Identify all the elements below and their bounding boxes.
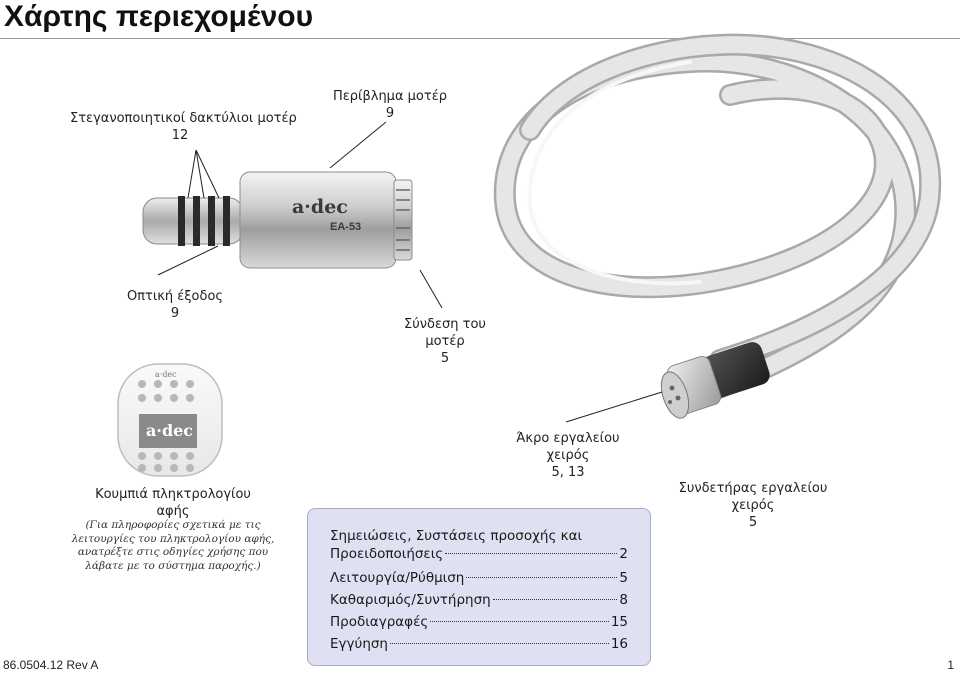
toc-entry-page: 15 bbox=[610, 614, 628, 630]
toc-entry-maintenance[interactable]: Καθαρισμός/Συντήρηση 8 bbox=[330, 589, 628, 611]
keypad-note-line1: (Για πληροφορίες σχετικά με τις bbox=[85, 519, 261, 531]
leader-lines bbox=[157, 121, 663, 423]
callout-hose-end-page: 5, 13 bbox=[551, 465, 585, 480]
toc-leader-dots bbox=[390, 643, 609, 644]
callout-motor-connection-line1: Σύνδεση του bbox=[404, 317, 486, 332]
callout-o-rings-page: 12 bbox=[171, 128, 189, 143]
callout-motor-connection-page: 5 bbox=[440, 351, 450, 366]
callout-motor-connection-line2: μοτέρ bbox=[425, 334, 465, 349]
callout-housing-page: 9 bbox=[385, 106, 395, 121]
keypad-note-line4: λάβατε με το σύστημα παροχής.) bbox=[85, 559, 261, 572]
callout-handpiece-connector: Συνδετήρας εργαλείου χειρός 5 bbox=[670, 480, 836, 531]
toc-entry-page: 2 bbox=[619, 546, 628, 562]
handpiece-connector-graphic bbox=[660, 342, 770, 419]
toc-entry-label: Προειδοποιήσεις bbox=[330, 546, 444, 562]
toc-entry-warnings[interactable]: Προειδοποιήσεις 2 bbox=[330, 545, 628, 563]
toc-leader-dots bbox=[492, 599, 618, 600]
motor-brand-logo: a·dec bbox=[292, 196, 348, 218]
callout-keypad-line2: αφής bbox=[156, 504, 190, 519]
callout-hose-end-line2: χειρός bbox=[546, 448, 590, 463]
toc-entry-label: Προδιαγραφές bbox=[330, 614, 429, 630]
callout-hose-end: Άκρο εργαλείου χειρός 5, 13 bbox=[500, 430, 636, 481]
motor-tip-graphic bbox=[142, 196, 244, 246]
callout-keypad-line1: Κουμπιά πληκτρολογίου bbox=[95, 487, 251, 502]
callout-motor-connection: Σύνδεση του μοτέρ 5 bbox=[380, 316, 510, 367]
callout-fiber-output-page: 9 bbox=[170, 306, 180, 321]
callout-o-rings-label: Στεγανοποιητικοί δακτύλιοι μοτέρ bbox=[70, 111, 297, 126]
toc-entry-operation[interactable]: Λειτουργία/Ρύθμιση 5 bbox=[330, 567, 628, 589]
motor-body-graphic bbox=[239, 171, 413, 269]
hose-coil bbox=[493, 33, 942, 406]
toc-entry-page: 5 bbox=[619, 570, 628, 586]
touchpad-graphic bbox=[117, 363, 223, 477]
toc-leader-dots bbox=[466, 577, 618, 578]
toc-entry-label: Καθαρισμός/Συντήρηση bbox=[330, 592, 491, 608]
callout-fiber-output: Οπτική έξοδος 9 bbox=[110, 288, 240, 322]
page-number: 1 bbox=[947, 658, 954, 672]
toc-entry-warranty[interactable]: Εγγύηση 16 bbox=[330, 633, 628, 655]
callout-hose-end-line1: Άκρο εργαλείου bbox=[516, 431, 620, 446]
toc-entry-label: Εγγύηση bbox=[330, 636, 388, 652]
motor-model-label: EA-53 bbox=[330, 221, 362, 233]
callout-motor-o-rings: Στεγανοποιητικοί δακτύλιοι μοτέρ 12 bbox=[70, 110, 297, 144]
callout-housing-label: Περίβλημα μοτέρ bbox=[333, 89, 447, 104]
keypad-note: (Για πληροφορίες σχετικά με τις λειτουργ… bbox=[68, 519, 278, 573]
toc-leader-dots bbox=[445, 553, 618, 554]
callout-touchpad-buttons: Κουμπιά πληκτρολογίου αφής bbox=[78, 486, 268, 520]
toc-entry-page: 16 bbox=[610, 636, 628, 652]
callout-motor-housing: Περίβλημα μοτέρ 9 bbox=[320, 88, 460, 122]
toc-leader-dots bbox=[430, 621, 609, 622]
callout-connector-line2: χειρός bbox=[731, 498, 775, 513]
toc-entry-specifications[interactable]: Προδιαγραφές 15 bbox=[330, 611, 628, 633]
callout-fiber-output-label: Οπτική έξοδος bbox=[126, 289, 224, 304]
document-number: 86.0504.12 Rev A bbox=[3, 658, 99, 672]
keypad-note-line2: λειτουργίες του πληκτρολογίου αφής, bbox=[71, 532, 275, 545]
keypad-note-line3: ανατρέξτε στις οδηγίες χρήσης που bbox=[77, 546, 269, 558]
title-divider bbox=[0, 38, 960, 39]
page-title: Χάρτης περιεχομένου bbox=[4, 0, 314, 33]
toc-entry-page: 8 bbox=[619, 592, 628, 608]
toc-entry-label: Λειτουργία/Ρύθμιση bbox=[330, 570, 465, 586]
touchpad-screen-logo: a·dec bbox=[146, 421, 194, 440]
callout-connector-line1: Συνδετήρας εργαλείου bbox=[678, 481, 828, 496]
callout-connector-page: 5 bbox=[748, 515, 758, 530]
toc-title-line1: Σημειώσεις, Συστάσεις προσοχής και bbox=[330, 528, 583, 544]
table-of-contents: Σημειώσεις, Συστάσεις προσοχής και Προει… bbox=[307, 508, 651, 666]
touchpad-small-logo: a·dec bbox=[155, 370, 177, 379]
